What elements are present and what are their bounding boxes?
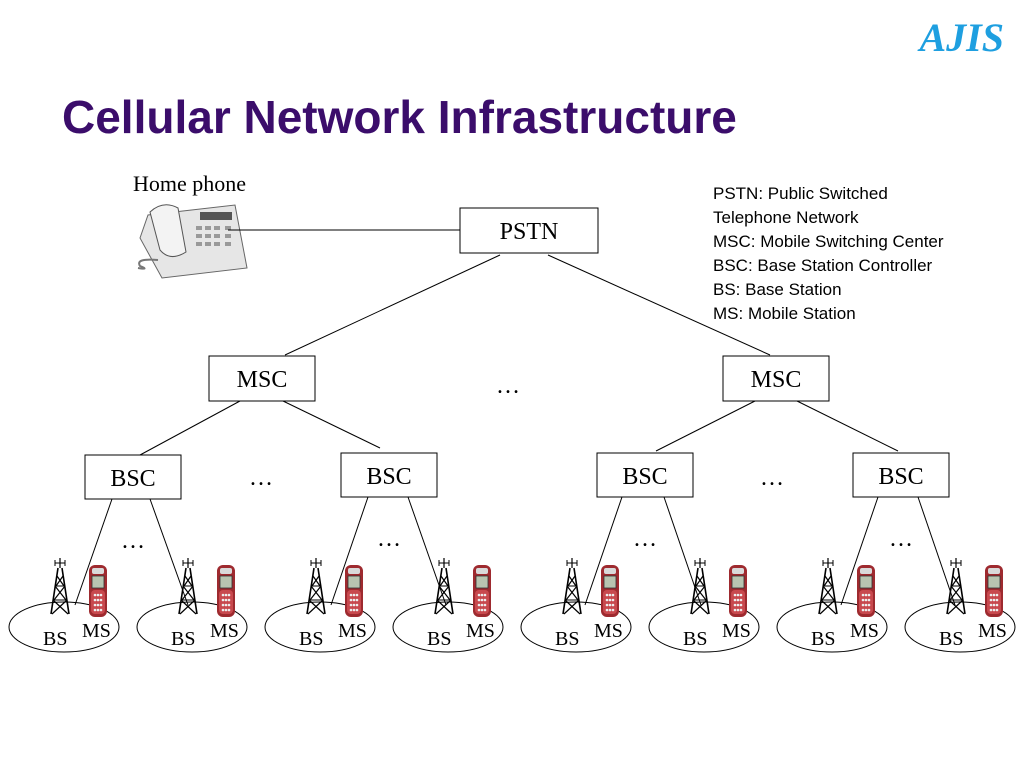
mobile-phone-icon	[88, 564, 108, 618]
ellipsis: …	[496, 373, 520, 399]
bs-label: BS	[171, 628, 195, 650]
bs-label: BS	[683, 628, 707, 650]
bsc-node	[852, 452, 950, 498]
bs-cell: BS MS	[904, 557, 1016, 653]
bsc-node	[84, 454, 182, 500]
page-title: Cellular Network Infrastructure	[62, 91, 737, 143]
ellipsis: …	[121, 528, 145, 554]
antenna-tower-icon	[50, 557, 70, 615]
bs-cell: BS MS	[520, 557, 632, 653]
ms-label: MS	[594, 620, 623, 642]
msc-node	[208, 355, 316, 402]
mobile-phone-icon	[472, 564, 492, 618]
bsc-label: BSC	[110, 466, 155, 492]
home-phone-icon	[137, 204, 248, 279]
mobile-phone-icon	[344, 564, 364, 618]
bs-label: BS	[939, 628, 963, 650]
pstn-label: PSTN	[500, 219, 559, 245]
msc-label: MSC	[751, 367, 802, 393]
bs-cell: BS MS	[136, 557, 248, 653]
bs-cell: BS MS	[8, 557, 120, 653]
bs-cell: BS MS	[392, 557, 504, 653]
bs-cell: BS MS	[648, 557, 760, 653]
antenna-tower-icon	[946, 557, 966, 615]
mobile-phone-icon	[728, 564, 748, 618]
connection-lines	[74, 229, 956, 606]
antenna-tower-icon	[690, 557, 710, 615]
ellipsis: …	[377, 526, 401, 552]
ms-label: MS	[338, 620, 367, 642]
bsc-label: BSC	[622, 464, 667, 490]
home-phone-label: Home phone	[133, 171, 246, 196]
msc-node	[722, 355, 830, 402]
mobile-phone-icon	[600, 564, 620, 618]
antenna-tower-icon	[818, 557, 838, 615]
bs-label: BS	[811, 628, 835, 650]
bsc-node	[596, 452, 694, 498]
ms-label: MS	[210, 620, 239, 642]
ellipsis: …	[633, 526, 657, 552]
ms-label: MS	[466, 620, 495, 642]
legend-line: PSTN: Public Switched	[713, 184, 888, 203]
bs-label: BS	[427, 628, 451, 650]
bs-cell: BS MS	[264, 557, 376, 653]
abbreviation-legend: PSTN: Public Switched Telephone Network …	[713, 182, 944, 326]
legend-line: MSC: Mobile Switching Center	[713, 232, 944, 251]
ms-label: MS	[978, 620, 1007, 642]
bs-cell: BS MS	[776, 557, 888, 653]
mobile-phone-icon	[984, 564, 1004, 618]
bsc-label: BSC	[878, 464, 923, 490]
bsc-node	[340, 452, 438, 498]
legend-line: Telephone Network	[713, 208, 859, 227]
ellipsis: …	[249, 465, 273, 491]
ms-label: MS	[850, 620, 879, 642]
legend-line: BS: Base Station	[713, 280, 842, 299]
mobile-phone-icon	[216, 564, 236, 618]
legend-line: BSC: Base Station Controller	[713, 256, 933, 275]
legend-line: MS: Mobile Station	[713, 304, 856, 323]
ellipsis: …	[760, 465, 784, 491]
bs-label: BS	[299, 628, 323, 650]
msc-label: MSC	[237, 367, 288, 393]
bs-label: BS	[43, 628, 67, 650]
ms-label: MS	[82, 620, 111, 642]
mobile-phone-icon	[856, 564, 876, 618]
ajis-logo: AJIS	[919, 15, 1005, 60]
antenna-tower-icon	[306, 557, 326, 615]
antenna-tower-icon	[434, 557, 454, 615]
bs-label: BS	[555, 628, 579, 650]
bsc-label: BSC	[366, 464, 411, 490]
pstn-node	[459, 207, 599, 254]
antenna-tower-icon	[562, 557, 582, 615]
ms-label: MS	[722, 620, 751, 642]
ellipsis: …	[889, 526, 913, 552]
